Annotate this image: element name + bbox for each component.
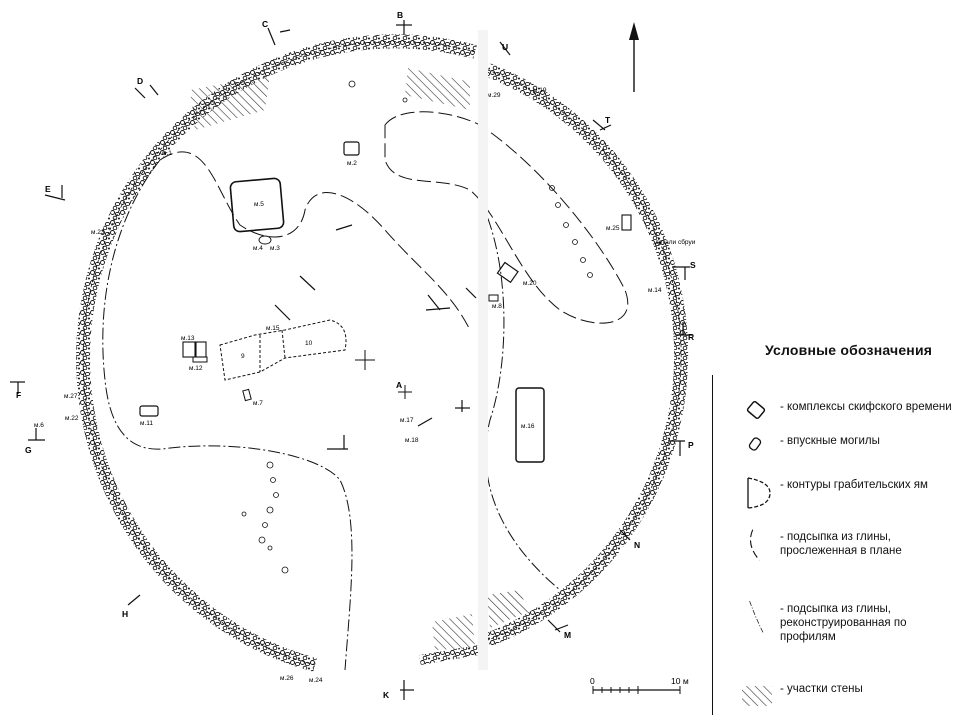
section-markers [10, 20, 692, 700]
svg-text:м.2: м.2 [347, 160, 357, 167]
scattered-stones [241, 80, 593, 574]
legend-title: Условные обозначения [765, 342, 933, 358]
svg-text:м.23: м.23 [91, 229, 105, 236]
legend-panel [712, 375, 953, 715]
svg-text:H: H [122, 609, 128, 619]
clay-fill-traced-line [159, 151, 471, 331]
graves: м.5 м.2 м.4 м.3 м.1 м.13 м.12 9 10 м.15 … [34, 87, 696, 684]
svg-text:м.6: м.6 [34, 422, 44, 429]
stone-wall-ring [76, 34, 689, 672]
svg-text:м.26: м.26 [280, 675, 294, 682]
svg-text:м.20: м.20 [523, 280, 537, 287]
dash-dot-line-icon [749, 601, 764, 634]
svg-text:м.1: м.1 [162, 150, 172, 157]
svg-text:м.8: м.8 [492, 303, 502, 310]
legend-item-wall-sections: - участки стены [740, 680, 955, 714]
dashed-line-icon [749, 529, 760, 561]
svg-text:R: R [688, 332, 694, 342]
scale-bar: 0 10 м [590, 676, 689, 694]
svg-text:м.4: м.4 [253, 245, 263, 252]
svg-text:U: U [502, 42, 508, 52]
hatched-rect-icon [742, 686, 772, 706]
svg-text:0: 0 [590, 676, 595, 686]
svg-text:9: 9 [241, 353, 245, 360]
svg-text:N: N [634, 540, 640, 550]
legend-item-clay-reconstructed: - подсыпка из глины, реконструированная … [740, 600, 955, 644]
svg-text:м.27: м.27 [64, 393, 78, 400]
svg-text:10: 10 [305, 340, 313, 347]
svg-text:м.11: м.11 [140, 420, 153, 427]
svg-text:F: F [16, 390, 21, 400]
svg-text:T: T [605, 115, 611, 125]
half-circle-dashed-icon [747, 477, 771, 509]
small-grave-icon [748, 437, 762, 451]
north-arrow-icon [629, 22, 639, 92]
svg-text:м.24: м.24 [309, 677, 323, 684]
svg-text:K: K [383, 690, 390, 700]
svg-text:E: E [45, 184, 51, 194]
svg-text:м.14: м.14 [648, 287, 662, 294]
svg-text:м.13: м.13 [181, 335, 195, 342]
svg-text:D: D [137, 76, 143, 86]
legend-item-clay-traced: - подсыпка из глины, прослеженная в план… [740, 528, 955, 562]
svg-text:м.18: м.18 [405, 437, 419, 444]
legend-item-intrusive-graves: - впускные могилы [740, 432, 955, 466]
svg-text:M: M [564, 630, 571, 640]
svg-text:м.22: м.22 [65, 415, 79, 422]
center-markers [355, 350, 412, 399]
svg-text:м.12: м.12 [189, 365, 203, 372]
site-plan: м.5 м.2 м.4 м.3 м.1 м.13 м.12 9 10 м.15 … [10, 10, 696, 700]
legend-item-scythian: - комплексы скифского времени [740, 398, 955, 432]
wall-sections-hatched [190, 68, 528, 650]
clay-fill-reconstructed-east [479, 199, 561, 591]
rhombus-icon [746, 400, 766, 420]
svg-text:G: G [25, 445, 32, 455]
svg-text:м.5: м.5 [254, 201, 264, 208]
clay-fill-reconstructed-line [102, 159, 353, 671]
sheet-seam [478, 30, 488, 670]
svg-text:м.29: м.29 [487, 92, 501, 99]
svg-text:м.7: м.7 [253, 400, 263, 407]
legend-item-robbery-pits: - контуры грабительских ям [740, 476, 955, 510]
svg-text:м.25: м.25 [606, 225, 620, 232]
svg-text:B: B [397, 10, 403, 20]
svg-text:м.16: м.16 [521, 423, 535, 430]
point-a-label: A [396, 380, 402, 390]
svg-text:м.17: м.17 [400, 417, 414, 424]
section-labels: C B D E F G H K M N P R S T U [16, 10, 696, 700]
svg-text:м.15: м.15 [266, 325, 280, 332]
svg-text:P: P [688, 440, 694, 450]
svg-text:10 м: 10 м [671, 676, 689, 686]
svg-text:C: C [262, 19, 268, 29]
svg-text:детали сбруи: детали сбруи [655, 238, 696, 246]
svg-text:S: S [690, 260, 696, 270]
svg-text:м.3: м.3 [270, 245, 280, 252]
svg-text:м.19: м.19 [533, 87, 547, 94]
